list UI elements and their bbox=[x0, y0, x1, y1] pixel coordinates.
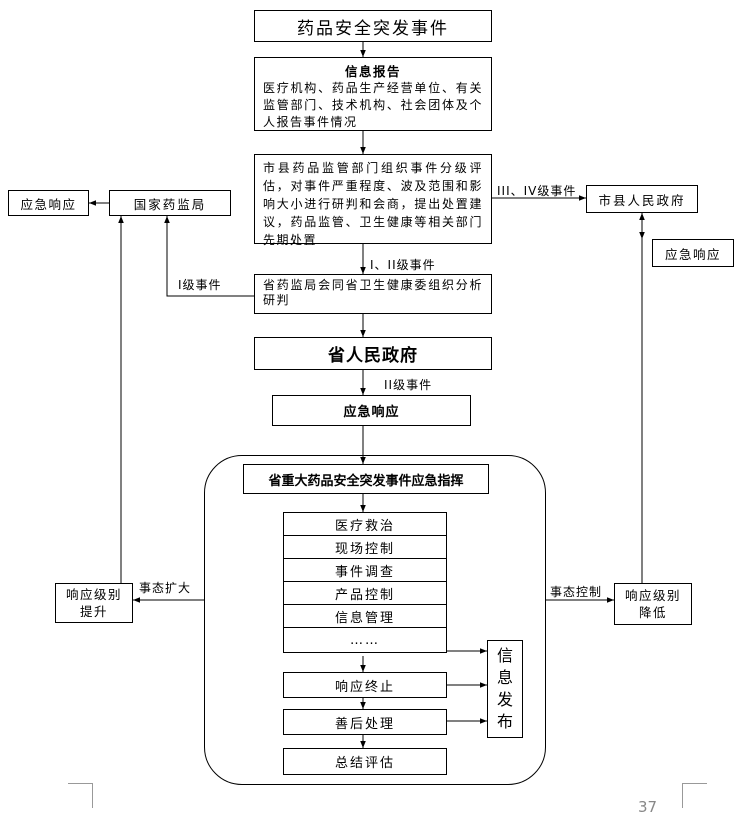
event-title-box: 药品安全突发事件 bbox=[254, 10, 492, 42]
task-item: 产品控制 bbox=[283, 581, 447, 605]
aftermath-label: 善后处理 bbox=[334, 716, 395, 732]
label-i-ii-event: I、II级事件 bbox=[370, 258, 436, 272]
arrow-provincial-study-to-nmpa bbox=[164, 216, 254, 297]
emergency-right-label: 应急响应 bbox=[664, 246, 721, 262]
info-release-char: 息 bbox=[496, 668, 513, 687]
provincial-gov-box: 省人民政府 bbox=[254, 337, 492, 370]
assessment-text: 市县药品监管部门组织事件分级评估，对事件严重程度、波及范围和影响大小进行研判和会… bbox=[263, 161, 483, 247]
command-box: 省重大药品安全突发事件应急指挥 bbox=[243, 464, 489, 494]
crop-mark-left bbox=[68, 783, 93, 808]
info-release-char: 发 bbox=[496, 690, 513, 709]
emergency-right-box: 应急响应 bbox=[652, 239, 734, 267]
label-ii-event: II级事件 bbox=[384, 378, 433, 392]
deescalate-box: 响应级别降低 bbox=[614, 583, 692, 625]
provincial-study-box: 省药监局会同省卫生健康委组织分析研判 bbox=[254, 274, 492, 314]
provincial-study-text: 省药监局会同省卫生健康委组织分析研判 bbox=[263, 278, 483, 307]
info-release-char: 布 bbox=[496, 712, 513, 731]
label-expand: 事态扩大 bbox=[139, 581, 192, 595]
deescalate-label: 响应级别降低 bbox=[625, 588, 682, 620]
response-end-box: 响应终止 bbox=[283, 672, 447, 698]
task-item: 医疗救治 bbox=[283, 512, 447, 536]
escalate-box: 响应级别提升 bbox=[55, 583, 133, 623]
command-label: 省重大药品安全突发事件应急指挥 bbox=[268, 473, 464, 489]
nmpa-box: 国家药监局 bbox=[109, 190, 231, 216]
label-control: 事态控制 bbox=[550, 585, 603, 599]
info-report-body: 医疗机构、药品生产经营单位、有关监管部门、技术机构、社会团体及个人报告事件情况 bbox=[263, 81, 483, 129]
assessment-box: 市县药品监管部门组织事件分级评估，对事件严重程度、波及范围和影响大小进行研判和会… bbox=[254, 154, 492, 247]
task-item: 信息管理 bbox=[283, 604, 447, 628]
summary-label: 总结评估 bbox=[334, 756, 395, 771]
info-release-box: 信息发布 bbox=[487, 640, 523, 738]
label-iii-iv-event: III、IV级事件 bbox=[497, 184, 577, 198]
city-county-gov-box: 市县人民政府 bbox=[586, 185, 698, 213]
aftermath-box: 善后处理 bbox=[283, 709, 447, 735]
info-report-box: 信息报告 医疗机构、药品生产经营单位、有关监管部门、技术机构、社会团体及个人报告… bbox=[254, 57, 492, 131]
emergency-center-box: 应急响应 bbox=[272, 395, 471, 426]
emergency-center-label: 应急响应 bbox=[343, 405, 400, 420]
nmpa-label: 国家药监局 bbox=[133, 196, 207, 212]
task-item: …… bbox=[283, 627, 447, 653]
emergency-left-box: 应急响应 bbox=[8, 190, 89, 216]
crop-mark-right bbox=[682, 783, 707, 808]
command-group-frame bbox=[204, 455, 546, 785]
info-release-char: 信 bbox=[496, 646, 513, 665]
task-item: 事件调查 bbox=[283, 558, 447, 582]
emergency-left-label: 应急响应 bbox=[20, 196, 77, 212]
summary-box: 总结评估 bbox=[283, 748, 447, 775]
response-end-label: 响应终止 bbox=[334, 679, 395, 695]
task-item: 现场控制 bbox=[283, 535, 447, 559]
page-number: 37 bbox=[638, 798, 658, 816]
label-i-event: I级事件 bbox=[178, 278, 222, 292]
info-report-heading: 信息报告 bbox=[344, 64, 401, 79]
escalate-label: 响应级别提升 bbox=[66, 587, 123, 619]
city-county-gov-label: 市县人民政府 bbox=[598, 192, 686, 208]
event-title: 药品安全突发事件 bbox=[297, 18, 449, 39]
provincial-gov-label: 省人民政府 bbox=[328, 346, 418, 366]
